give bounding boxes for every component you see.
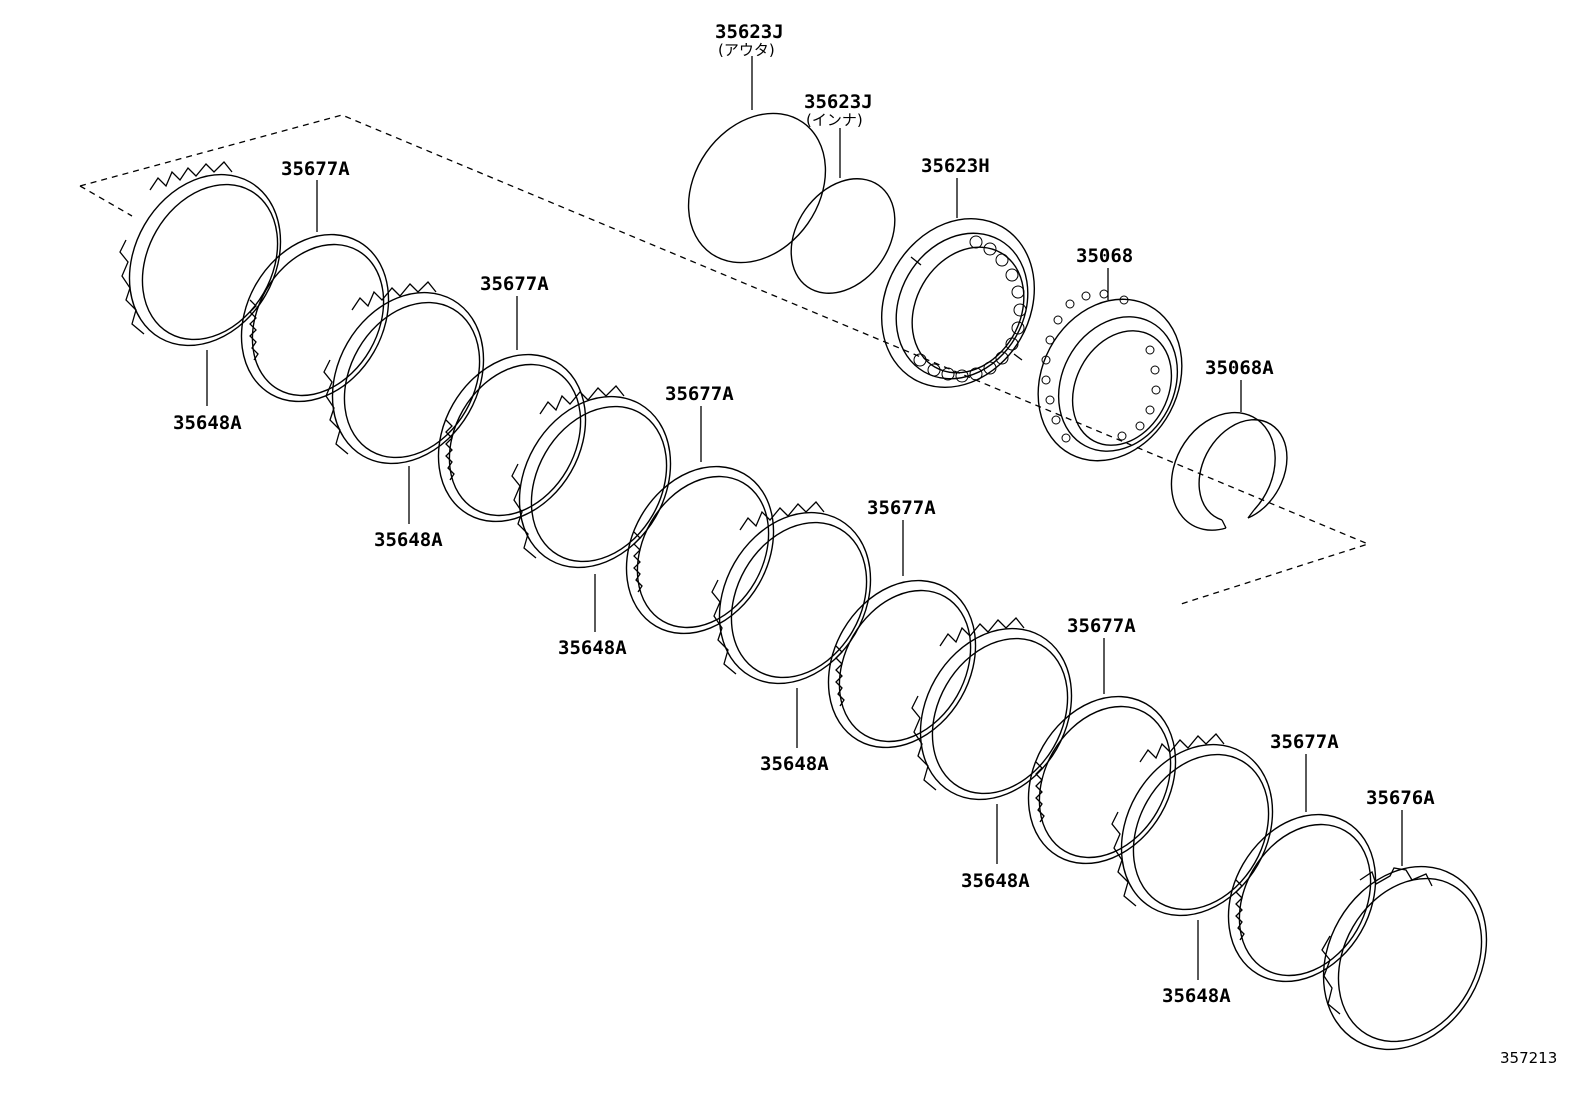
- callout-part-number: 35676A: [1366, 787, 1435, 809]
- callout-part-number: 35677A: [281, 158, 350, 180]
- callout-part-number: 35068: [1076, 245, 1133, 267]
- callout-note: (アウタ): [718, 41, 775, 59]
- snap-ring[interactable]: [1170, 411, 1288, 531]
- callout-part-number: 35648A: [961, 870, 1030, 892]
- clutch-disc-1[interactable]: [212, 208, 418, 428]
- clutch-disc-6[interactable]: [1199, 788, 1405, 1008]
- clutch-disc-2[interactable]: [409, 328, 615, 548]
- clutch-plate-1[interactable]: [99, 147, 310, 373]
- callout-part-number: 35677A: [867, 497, 936, 519]
- callout-part-number: 35648A: [374, 529, 443, 551]
- callout-note: (インナ): [806, 111, 863, 129]
- clutch-plate-2[interactable]: [302, 265, 513, 491]
- clutch-flange[interactable]: [1291, 837, 1519, 1079]
- seal-ring-inner[interactable]: [770, 159, 916, 313]
- clutch-disc-4[interactable]: [799, 554, 1005, 774]
- callout-part-number: 35677A: [1067, 615, 1136, 637]
- clutch-disc-5[interactable]: [999, 670, 1205, 890]
- callout-part-number: 35068A: [1205, 357, 1274, 379]
- clutch-disc-3[interactable]: [597, 440, 803, 660]
- spring-retainer[interactable]: [852, 191, 1065, 415]
- illustration-reference-number: 357213: [1500, 1049, 1557, 1067]
- clutch-plate-6[interactable]: [1091, 717, 1302, 943]
- callout-part-number: 35677A: [480, 273, 549, 295]
- seal-ring-outer[interactable]: [660, 87, 853, 289]
- callout-part-number: 35648A: [558, 637, 627, 659]
- callout-part-number: 35677A: [665, 383, 734, 405]
- leader-lines: [206, 56, 1403, 980]
- assembly-boundary: [79, 114, 1370, 606]
- callout-part-number: 35623J: [715, 21, 784, 43]
- callout-labels: 35623J (アウタ) 35623J (インナ) 35623H 35068 3…: [173, 21, 1557, 1067]
- assembly-boundary-edge: [79, 185, 133, 217]
- callout-part-number: 35648A: [760, 753, 829, 775]
- callout-part-number: 35648A: [1162, 985, 1231, 1007]
- clutch-plate-3[interactable]: [489, 369, 700, 595]
- clutch-plate-5[interactable]: [890, 601, 1101, 827]
- callout-part-number: 35677A: [1270, 731, 1339, 753]
- callout-part-number: 35623J: [804, 91, 873, 113]
- clutch-piston[interactable]: [1011, 274, 1210, 486]
- callout-part-number: 35623H: [921, 155, 990, 177]
- callout-part-number: 35648A: [173, 412, 242, 434]
